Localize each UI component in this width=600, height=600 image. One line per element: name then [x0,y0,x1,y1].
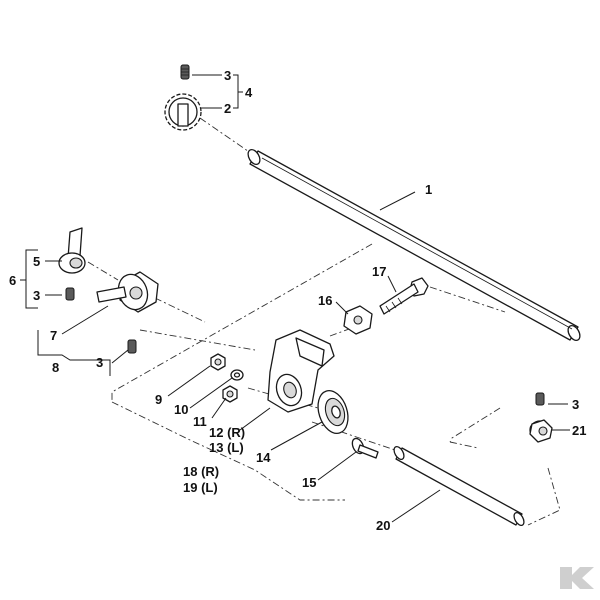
bearing-14 [317,389,349,435]
callout-21: 21 [572,423,586,438]
bracket-plate-12-13 [267,329,335,413]
callout-17: 17 [372,264,386,279]
callout-9: 9 [155,392,162,407]
washer-10 [230,369,244,381]
callout-15: 15 [302,475,316,490]
shaft-1 [247,148,581,342]
callout-6: 6 [9,273,16,288]
callouts: 3 4 2 1 5 6 3 17 16 7 3 8 9 10 11 12 (R)… [9,68,586,533]
callout-2: 2 [224,101,231,116]
callout-1: 1 [425,182,432,197]
set-screw-3-right [535,392,545,406]
nut-11 [222,385,238,403]
callout-13: 13 (L) [209,440,244,455]
callout-14: 14 [256,450,271,465]
callout-18: 18 (R) [183,464,219,479]
set-screw-3-left-upper [65,287,75,301]
cam-hub-7 [96,271,159,313]
leader-lines [20,74,570,523]
shaft-20 [393,445,525,527]
square-nut-16 [343,305,373,335]
callout-3-left-upper: 3 [33,288,40,303]
assembly-guides [87,117,561,526]
k-brand-logo [560,567,594,589]
sprocket-2 [164,93,202,131]
callout-16: 16 [318,293,332,308]
carriage-bolt-15 [351,437,379,459]
callout-19: 19 (L) [183,480,218,495]
lever-5 [58,227,86,274]
callout-3-left-lower: 3 [96,355,103,370]
callout-5: 5 [33,254,40,269]
callout-20: 20 [376,518,390,533]
set-screw-3-left-lower [127,339,137,354]
hex-bolt-17 [379,277,429,315]
nut-9 [210,353,226,371]
callout-4: 4 [245,85,253,100]
collar-21 [529,419,553,443]
set-screw-3-top [180,64,190,80]
callout-7: 7 [50,328,57,343]
callout-11: 11 [193,414,207,429]
callout-10: 10 [174,402,188,417]
callout-3-top: 3 [224,68,231,83]
callout-12: 12 (R) [209,425,245,440]
callout-8: 8 [52,360,59,375]
callout-3-right: 3 [572,397,579,412]
